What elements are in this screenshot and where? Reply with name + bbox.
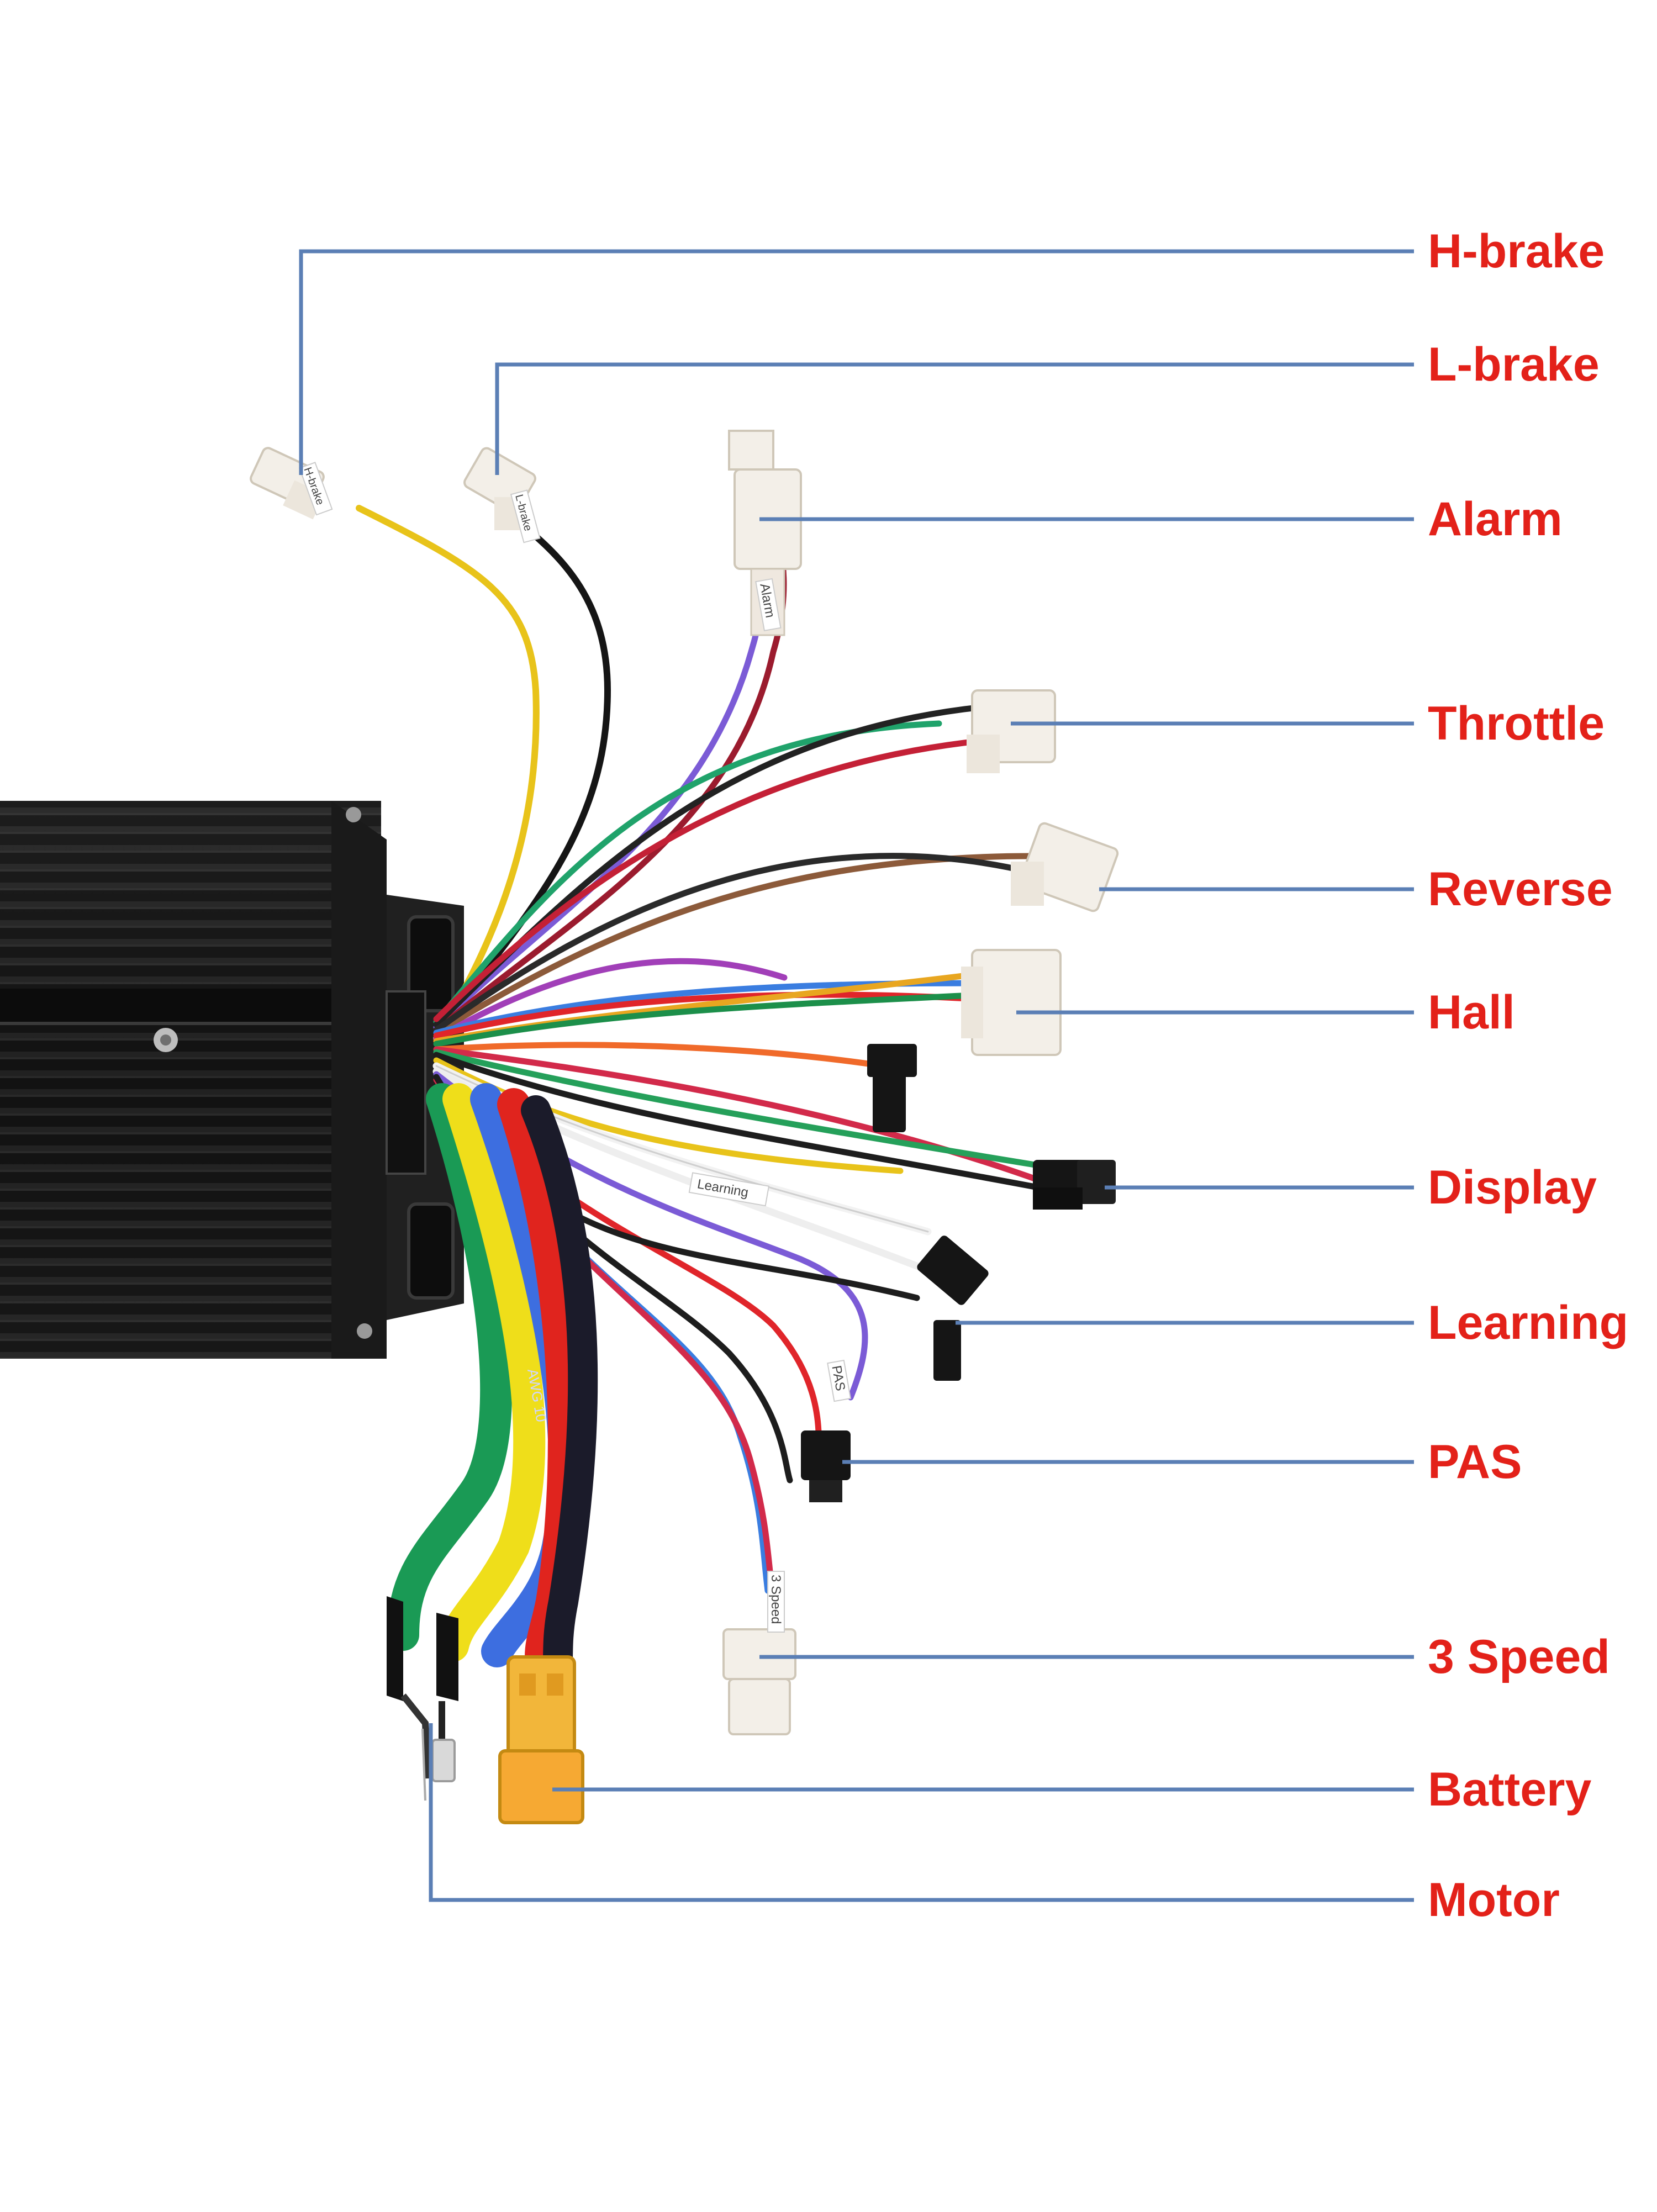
reverse-label: Reverse <box>1428 863 1613 916</box>
battery-connector-icon <box>498 1655 584 1824</box>
throttle-label: Throttle <box>1428 697 1605 750</box>
three-speed-label: 3 Speed <box>1428 1630 1610 1683</box>
callout-lines <box>299 249 1414 1902</box>
h-brake-label: H-brake <box>1428 225 1605 278</box>
display-label: Display <box>1428 1161 1597 1214</box>
motor-label: Motor <box>1428 1873 1560 1926</box>
signal-wires <box>356 505 1047 1605</box>
spare-connector-icon <box>867 1044 917 1132</box>
learning-connector-icon <box>917 1236 989 1381</box>
power-cables: AWG 10 <box>387 1083 598 1683</box>
three-speed-tag-text: 3 Speed <box>768 1575 783 1624</box>
battery-label: Battery <box>1428 1763 1592 1816</box>
throttle-connector-icon <box>967 689 1056 773</box>
motor-phase-leads <box>387 1596 458 1801</box>
l-brake-label: L-brake <box>1428 338 1600 391</box>
three-speed-connector-icon <box>722 1628 796 1735</box>
hall-connector-icon <box>961 949 1062 1056</box>
reverse-connector-icon <box>1011 822 1119 912</box>
motor-callout-line <box>429 1723 1414 1902</box>
alarm-label: Alarm <box>1428 493 1563 546</box>
controller-body <box>0 801 464 1359</box>
h-brake-callout-line <box>299 249 1414 475</box>
pas-connector-icon <box>801 1430 851 1502</box>
hall-label: Hall <box>1428 986 1515 1039</box>
pas-label: PAS <box>1428 1435 1522 1488</box>
learning-label: Learning <box>1428 1296 1629 1349</box>
display-connector-icon <box>1033 1160 1116 1210</box>
l-brake-callout-line <box>495 362 1414 475</box>
